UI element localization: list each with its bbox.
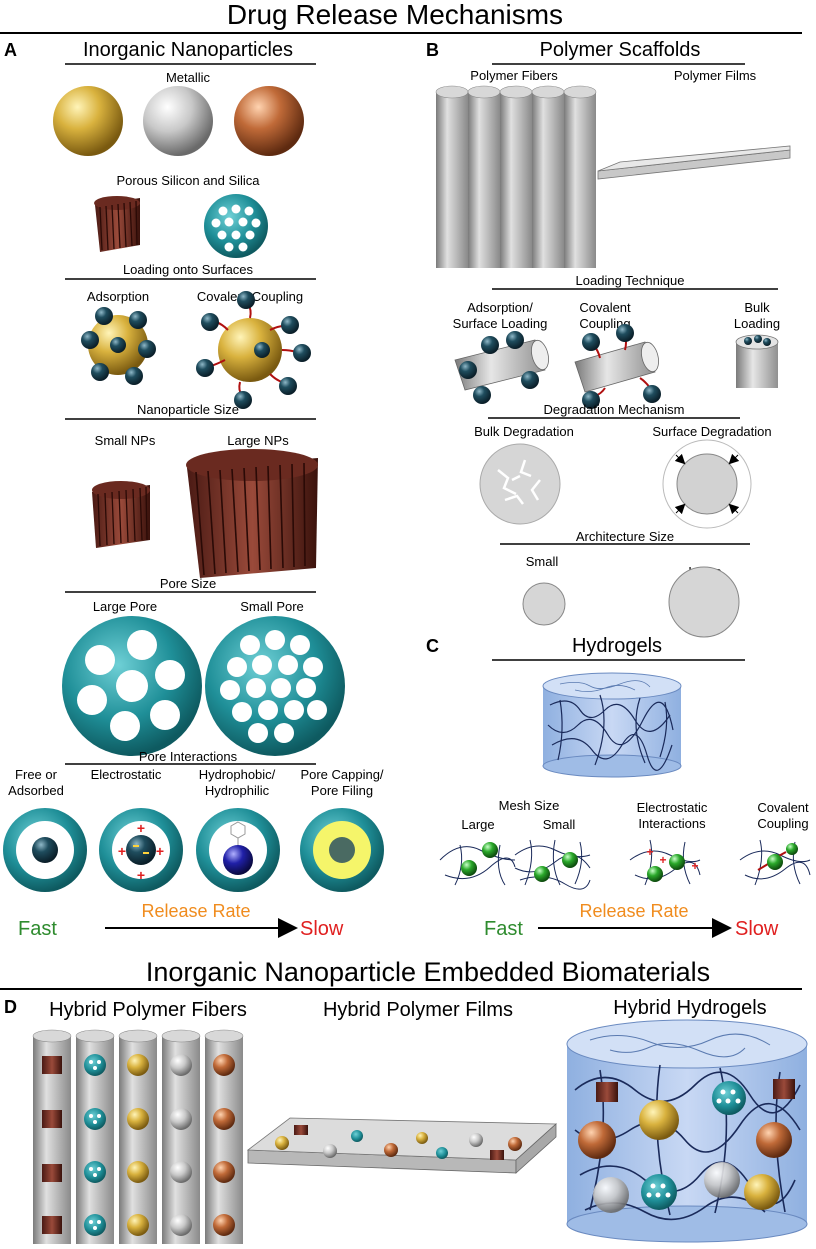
electrostatic-network: + + + [629, 839, 701, 886]
porous-label: Porous Silicon and Silica [116, 173, 260, 188]
panel-b-letter: B [426, 40, 439, 60]
bulk-degradation-illustration [479, 443, 561, 525]
hybrid-hydrogel-illustration [566, 1019, 808, 1243]
hybrid-fibers-illustration [32, 1029, 244, 1244]
slow-label-c: Slow [735, 918, 779, 940]
svg-text:+: + [137, 820, 145, 836]
panel-a-title: Inorganic Nanoparticles [83, 39, 293, 61]
free-label-2: Adsorbed [8, 783, 64, 798]
electrostatic-c-label-2: Interactions [638, 816, 706, 831]
release-rate-label-c: Release Rate [579, 901, 688, 921]
release-rate-label-a: Release Rate [141, 901, 250, 921]
small-pore-label: Small Pore [240, 599, 304, 614]
svg-text:+: + [118, 843, 126, 859]
svg-text:+: + [156, 843, 164, 859]
svg-text:+: + [691, 859, 698, 873]
large-nps-label: Large NPs [227, 433, 289, 448]
small-architecture-circle [522, 582, 566, 626]
adsorption-surface-label-1: Adsorption/ [467, 300, 533, 315]
surface-loaded-fiber [454, 331, 549, 404]
surface-degradation-illustration [662, 439, 752, 529]
architecture-label: Architecture Size [576, 529, 674, 544]
slow-label-a: Slow [300, 918, 344, 940]
surface-degradation-label: Surface Degradation [652, 424, 771, 439]
covalent-particle [196, 291, 311, 409]
svg-text:+: + [137, 867, 145, 883]
polymer-fibers-label: Polymer Fibers [470, 68, 558, 83]
hydrophobic-pore [196, 808, 280, 892]
main-title: Drug Release Mechanisms [227, 0, 563, 30]
pore-capping-label-1: Pore Capping/ [300, 767, 383, 782]
covalent-fiber [574, 324, 661, 409]
svg-text:+: + [646, 845, 653, 859]
bulk-degradation-label: Bulk Degradation [474, 424, 574, 439]
panel-d-letter: D [4, 997, 17, 1017]
loading-label: Loading onto Surfaces [123, 262, 254, 277]
arch-small-label: Small [526, 554, 559, 569]
hydrophobic-label-1: Hydrophobic/ [199, 767, 276, 782]
bulk-loading-label-1: Bulk [744, 300, 770, 315]
electrostatic-c-label-1: Electrostatic [637, 800, 708, 815]
pore-interactions-label: Pore Interactions [139, 749, 238, 764]
silver-nanoparticle [143, 86, 213, 156]
covalent-b-label-2: Coupling [579, 316, 630, 331]
hybrid-hydrogels-label: Hybrid Hydrogels [613, 997, 766, 1019]
hybrid-fibers-label: Hybrid Polymer Fibers [49, 999, 247, 1021]
covalent-b-label-1: Covalent [579, 300, 631, 315]
electrostatic-pore: + + + + [99, 808, 183, 892]
adsorption-surface-label-2: Surface Loading [453, 316, 548, 331]
copper-nanoparticle [234, 86, 304, 156]
hydrophobic-label-2: Hydrophilic [205, 783, 270, 798]
small-nps-label: Small NPs [95, 433, 156, 448]
bulk-loading-label-2: Loading [734, 316, 780, 331]
large-architecture-circle [668, 566, 740, 638]
large-pore-label: Large Pore [93, 599, 157, 614]
polymer-films-label: Polymer Films [674, 68, 757, 83]
electrostatic-label: Electrostatic [91, 767, 162, 782]
polymer-fibers-illustration [435, 85, 597, 268]
mesh-large-label: Large [461, 817, 494, 832]
mesh-small-label: Small [543, 817, 576, 832]
fast-label-c: Fast [484, 918, 523, 940]
large-pore-disc [62, 616, 202, 756]
small-pore-disc [205, 616, 345, 756]
large-porous-np [186, 449, 318, 578]
fast-label-a: Fast [18, 918, 57, 940]
adsorption-particle [81, 307, 156, 385]
loading-technique-label: Loading Technique [576, 273, 685, 288]
free-adsorbed-pore [3, 808, 87, 892]
mesh-size-label: Mesh Size [499, 798, 560, 813]
pore-capping-label-2: Pore Filing [311, 783, 373, 798]
free-label-1: Free or [15, 767, 58, 782]
gold-nanoparticle [53, 86, 123, 156]
covalent-c-label-1: Covalent [757, 800, 809, 815]
adsorption-label: Adsorption [87, 289, 149, 304]
hydrogel-cylinder [542, 672, 682, 778]
panel-c-letter: C [426, 636, 439, 656]
pore-capping-pore [300, 808, 384, 892]
covalent-network [739, 839, 811, 886]
metallic-label: Metallic [166, 70, 211, 85]
panel-b-title: Polymer Scaffolds [540, 39, 701, 61]
degradation-label: Degradation Mechanism [544, 402, 685, 417]
covalent-c-label-2: Coupling [757, 816, 808, 831]
large-mesh-network [439, 842, 516, 886]
polymer-film-illustration [597, 145, 791, 180]
panel-d-title: Inorganic Nanoparticle Embedded Biomater… [146, 957, 710, 987]
panel-a-letter: A [4, 40, 17, 60]
svg-text:+: + [659, 853, 666, 867]
hybrid-films-label: Hybrid Polymer Films [323, 999, 513, 1021]
pore-size-label: Pore Size [160, 576, 216, 591]
bulk-loaded-fiber [735, 334, 779, 388]
silica-pores [211, 204, 261, 252]
small-mesh-network [514, 839, 591, 890]
np-size-label: Nanoparticle Size [137, 402, 239, 417]
porous-silicon-block [94, 196, 140, 252]
hybrid-film-illustration [246, 1117, 558, 1174]
small-porous-np [92, 481, 150, 548]
panel-c-title: Hydrogels [572, 635, 662, 657]
